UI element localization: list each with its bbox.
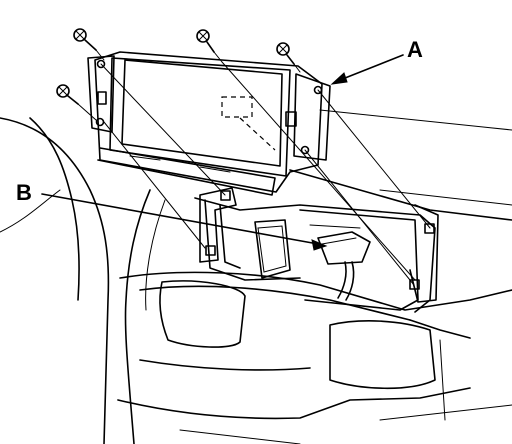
display-screen xyxy=(121,59,283,167)
screw-left xyxy=(56,84,97,121)
screw-top-left xyxy=(73,28,105,61)
mounting-bracket-left xyxy=(199,187,237,263)
display-unit xyxy=(87,51,331,196)
screw-top-center xyxy=(196,29,223,63)
installation-guide-lines xyxy=(100,61,431,286)
screw-top-right xyxy=(276,42,301,73)
arrowhead-b xyxy=(311,239,328,251)
dashboard-structure xyxy=(0,109,512,444)
callout-b: B xyxy=(16,180,328,251)
arrowhead-a xyxy=(330,72,348,85)
connector xyxy=(317,231,371,301)
callout-label-a: A xyxy=(407,37,423,62)
callout-a: A xyxy=(330,37,423,85)
callout-label-b: B xyxy=(16,180,32,205)
